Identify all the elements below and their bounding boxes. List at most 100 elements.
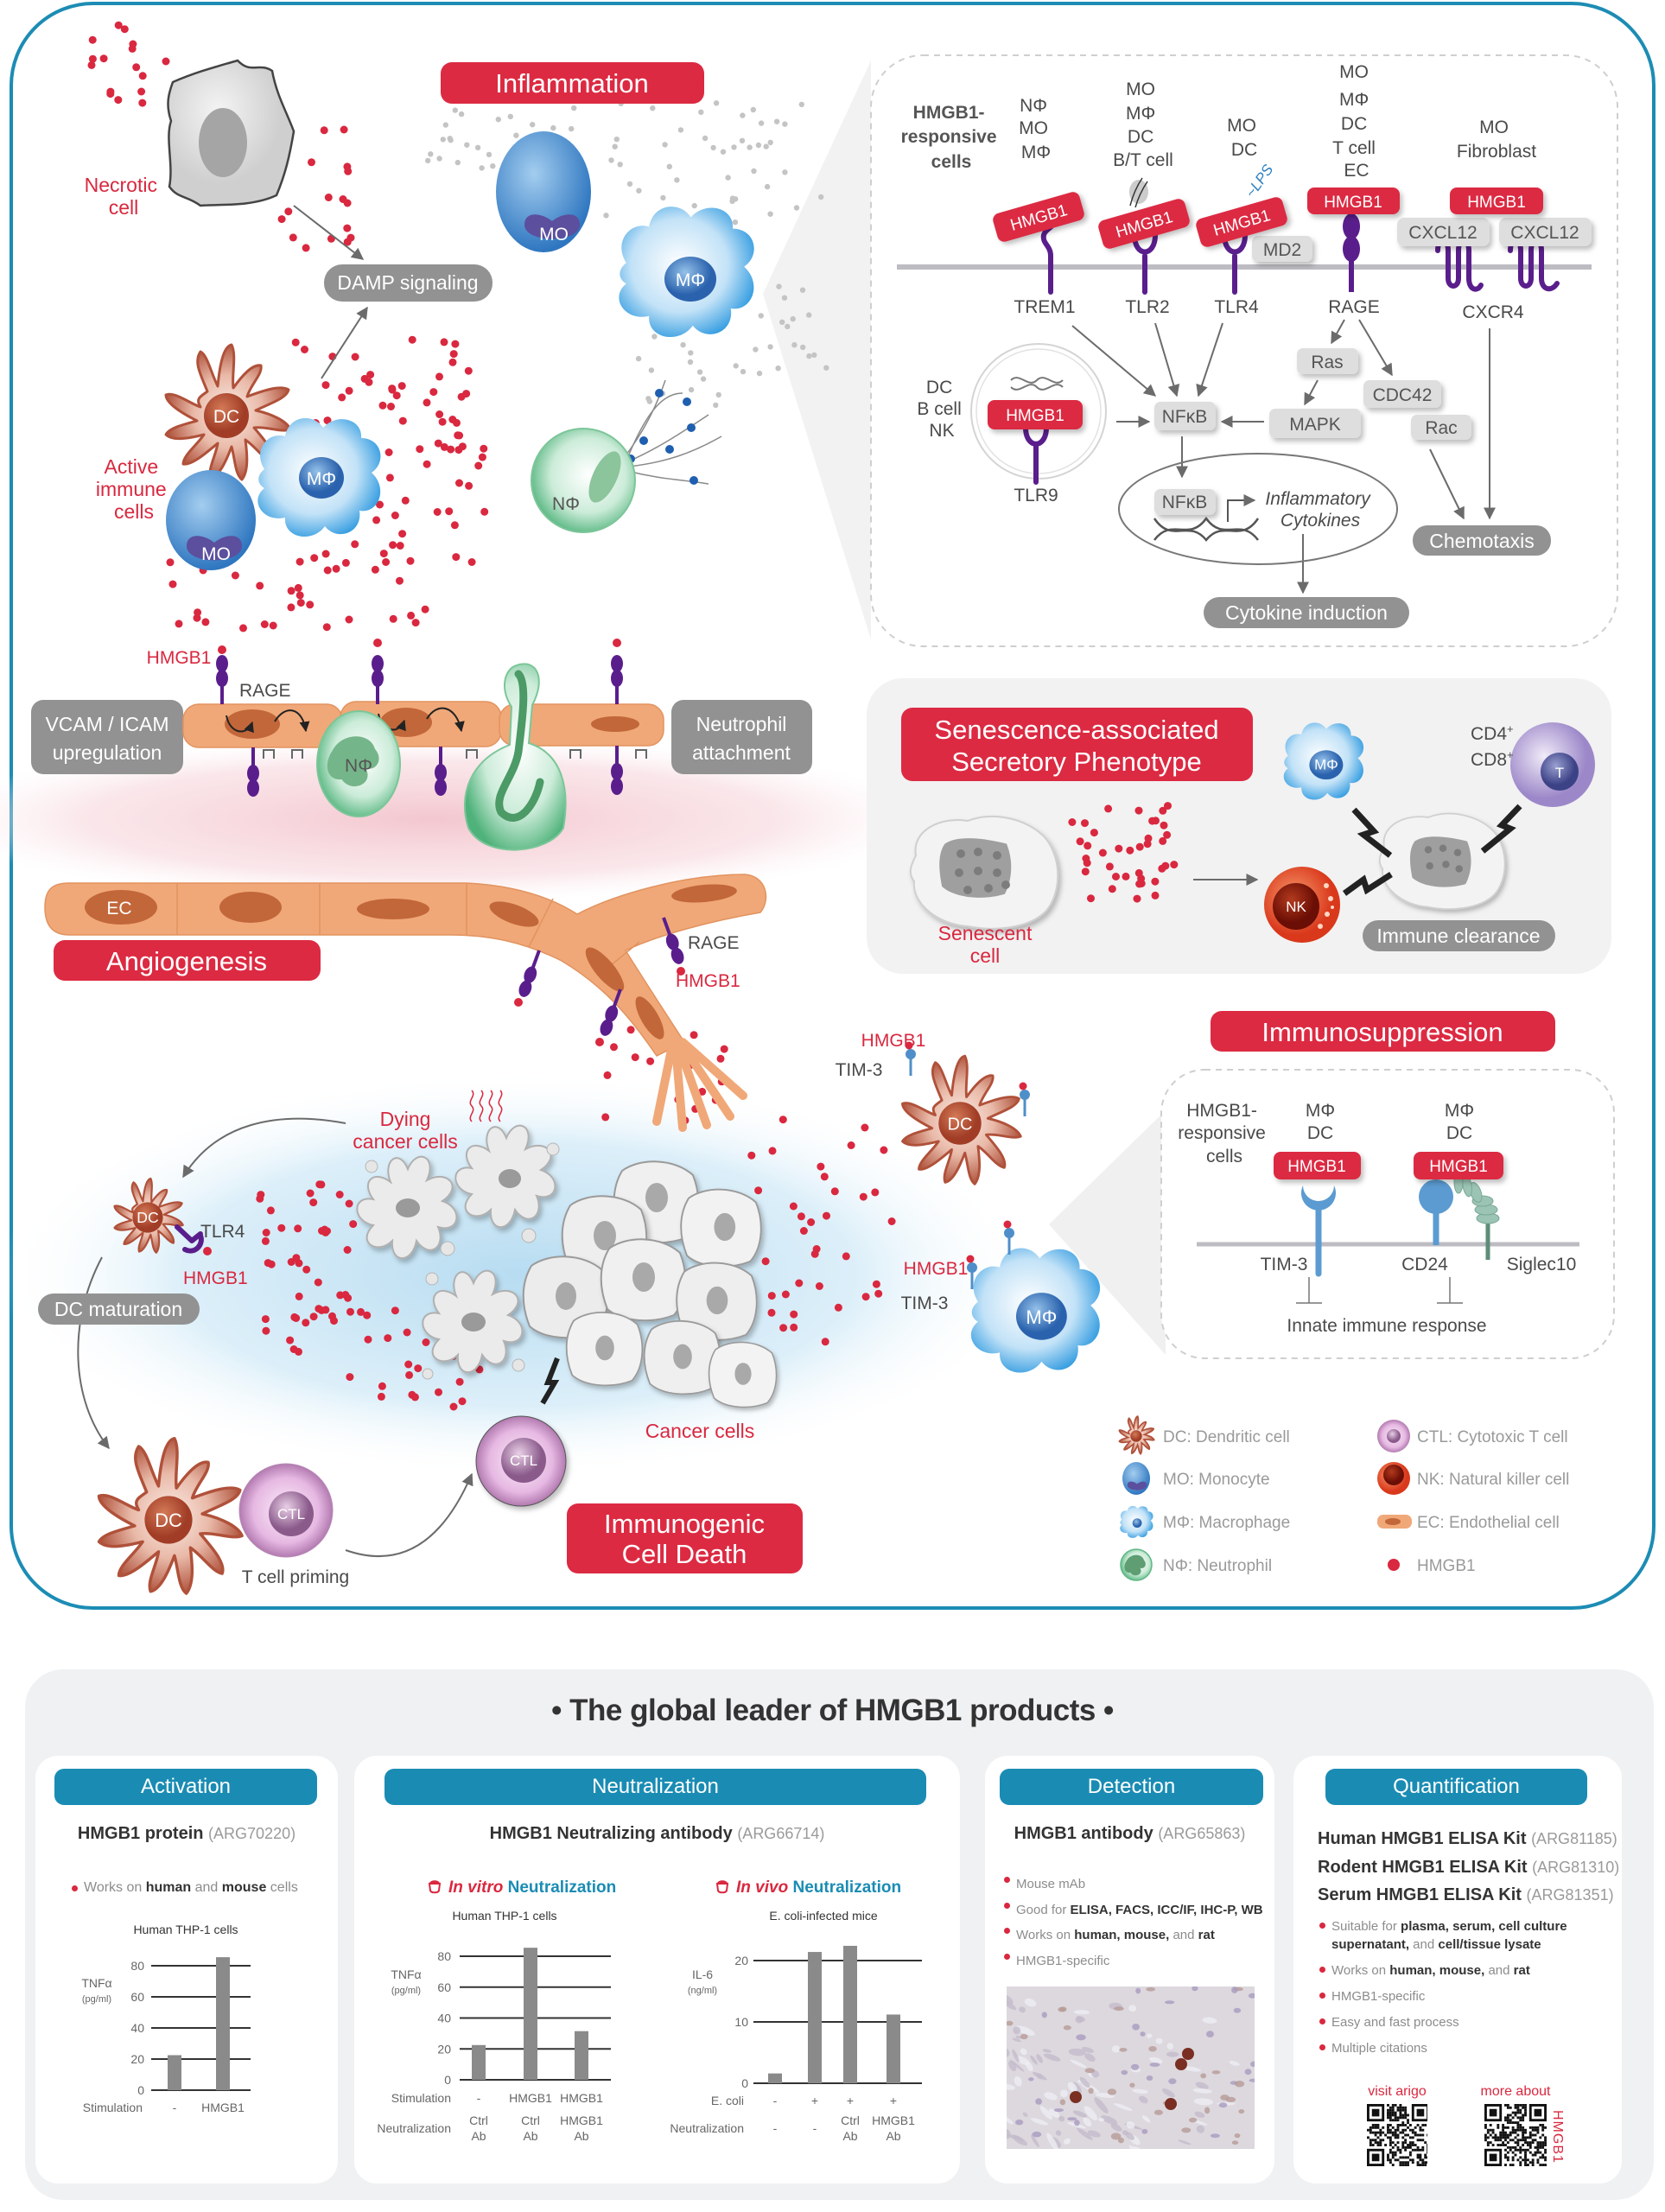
catalog-number: (ARG81310) (1532, 1858, 1620, 1876)
damp-dot (677, 127, 684, 133)
qr-module (1519, 2108, 1522, 2112)
hmgb1-dot (842, 1252, 850, 1261)
qr-module (1399, 2151, 1402, 2154)
qr-module (1367, 2128, 1369, 2132)
hmgb1-dot (256, 1194, 264, 1203)
qr-module (1376, 2126, 1380, 2129)
qr-module (1401, 2106, 1405, 2109)
qr-module (1408, 2158, 1412, 2162)
sprout-tip-filopodia (652, 1038, 747, 1132)
products-heading: • The global leader of HMGB1 products • (551, 1694, 1114, 1727)
hmgb1-dot (435, 1388, 442, 1396)
hmgb1-dot (767, 1308, 776, 1317)
hmgb1-dot (364, 1335, 372, 1344)
tissue-fiber (1229, 2061, 1240, 2066)
qr-module (1491, 2136, 1495, 2139)
qr-module (1408, 2124, 1412, 2126)
tissue-fiber (1141, 2115, 1151, 2123)
qr-module (1404, 2128, 1408, 2132)
hmgb1-dot (260, 620, 269, 628)
svg-text:CXCL12: CXCL12 (1510, 223, 1579, 243)
qr-module (1376, 2136, 1380, 2139)
qr-module (1506, 2113, 1509, 2117)
qr-module (1382, 2131, 1385, 2134)
tissue-fiber (1111, 2045, 1121, 2053)
damp-dot (662, 142, 668, 148)
elisa-kit-list: Human HMGB1 ELISA Kit (ARG81185) Rodent … (1318, 1825, 1619, 1910)
dying-cancer-cells (356, 1124, 560, 1380)
qr-module (1519, 2161, 1522, 2164)
svg-text:MD2: MD2 (1263, 240, 1301, 260)
qr-module (1519, 2139, 1522, 2142)
qr-module (1516, 2111, 1520, 2114)
hmgb1-dot (1081, 868, 1090, 876)
qr-module (1528, 2144, 1532, 2146)
qr-module (1489, 2124, 1492, 2126)
tissue-fiber (1007, 2116, 1014, 2125)
hmgb1-dot (454, 446, 463, 454)
qr-module (1391, 2141, 1395, 2145)
cup-icon (715, 1880, 729, 1894)
hmgb1-dot (445, 507, 454, 516)
qr-module (1541, 2156, 1545, 2159)
qr-module (1491, 2144, 1495, 2146)
neutralization-card: Neutralization HMGB1 Neutralizing antibo… (354, 1756, 960, 2183)
dc-maturation-badge: DC maturation (38, 1294, 200, 1325)
neutralization-product-title: HMGB1 Neutralizing antibody (ARG66714) (354, 1824, 960, 1844)
qr-module (1509, 2133, 1512, 2137)
qr-module (1519, 2151, 1522, 2154)
qr-module (1394, 2104, 1397, 2107)
damp-dot (674, 177, 680, 183)
qr-module (1391, 2104, 1395, 2107)
active-immune-cells-label: Active immune cells (96, 455, 172, 523)
cell-nucleus (1035, 2098, 1042, 2105)
qr-module (1534, 2153, 1537, 2157)
hmgb1-dot (294, 583, 302, 592)
hmgb1-dot (871, 1188, 880, 1197)
qr-module (1536, 2141, 1540, 2145)
dendritic-cell-mature: DC (97, 1436, 244, 1595)
qr-module (1544, 2151, 1547, 2154)
cd24-label: CD24 (1401, 1255, 1448, 1274)
qr-module (1396, 2145, 1400, 2149)
qr-module (1414, 2148, 1417, 2152)
svg-text:Angiogenesis: Angiogenesis (106, 946, 267, 976)
qr-module (1514, 2106, 1517, 2109)
qr-module (1516, 2121, 1520, 2125)
mapk-node: MAPK (1269, 409, 1361, 438)
bullet-text: cells (266, 1880, 298, 1895)
product-name: Human HMGB1 ELISA Kit (1318, 1829, 1527, 1848)
qr-module (1514, 2136, 1517, 2139)
hmgb1-dot (410, 1393, 419, 1402)
svg-text:HMGB1: HMGB1 (1417, 1557, 1476, 1575)
hmgb1-dot (132, 63, 141, 72)
tissue-fiber (1114, 2103, 1133, 2111)
cell-nucleus (1211, 2070, 1221, 2075)
qr-module (1539, 2141, 1542, 2145)
hmgb1-dot (332, 564, 340, 573)
bullet-emphasis: rat (1513, 1963, 1530, 1978)
dna-helix-icon (1153, 516, 1260, 542)
hmgb1-dot (384, 448, 393, 456)
hmgb1-dot (201, 618, 210, 626)
qr-module (1509, 2131, 1512, 2134)
tissue-fiber (1059, 2089, 1068, 2098)
legend-item: MΦ: Macrophage (1120, 1505, 1290, 1538)
cytotoxic-attack-bolt (540, 1357, 560, 1405)
tissue-fiber (1094, 2097, 1109, 2113)
hmgb1-dot (405, 1370, 414, 1379)
qr-module (1528, 2151, 1532, 2154)
qr-module (1514, 2104, 1517, 2107)
damp-dot (474, 144, 481, 150)
qr-module (1534, 2151, 1537, 2154)
qr-module (1494, 2133, 1497, 2137)
tissue-fiber (1126, 2121, 1135, 2129)
senescent-cell (909, 815, 1059, 930)
hmgb1-dot (448, 358, 457, 366)
qr-module (1504, 2126, 1507, 2129)
qr-module (1516, 2128, 1520, 2132)
qr-module (1419, 2139, 1422, 2142)
hmgb1-dot (384, 1334, 392, 1343)
qr-module (1502, 2128, 1505, 2132)
qr-module (1536, 2145, 1540, 2149)
